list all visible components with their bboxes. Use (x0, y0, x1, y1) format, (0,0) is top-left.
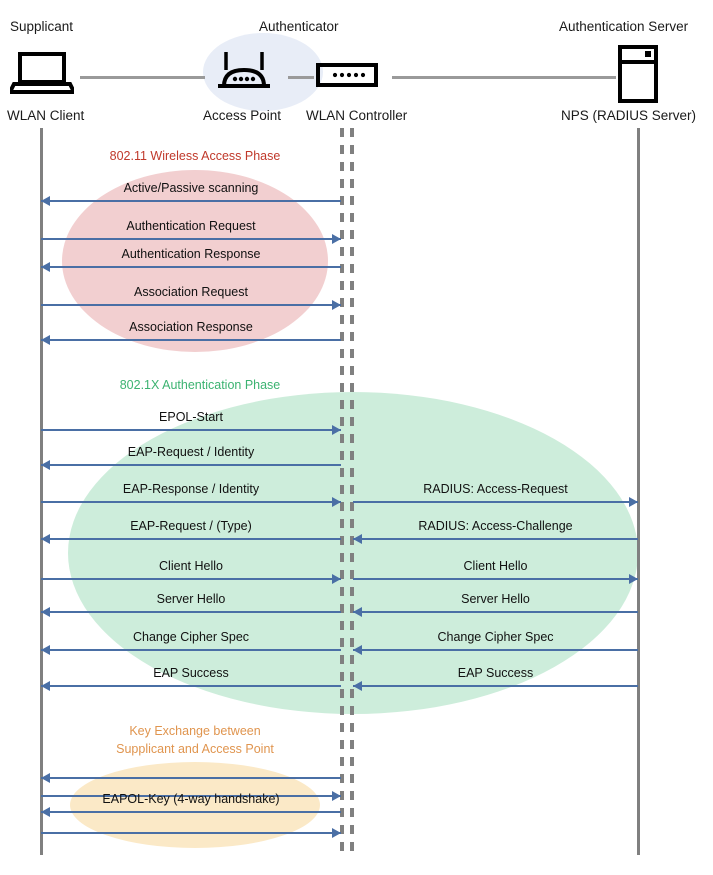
message-arrow (41, 464, 341, 466)
message-arrow (41, 777, 341, 779)
arrowhead-left-icon (353, 644, 362, 655)
arrowhead-left-icon (353, 680, 362, 691)
message-arrow (353, 649, 638, 651)
message-arrow (41, 501, 341, 503)
arrowhead-right-icon (629, 573, 638, 584)
message-arrow (41, 200, 341, 202)
laptop-icon (6, 52, 78, 94)
arrowhead-right-icon (332, 827, 341, 838)
phase-label-dot1x-authentication: 802.1X Authentication Phase (119, 378, 281, 392)
message-label: EAP Success (153, 666, 229, 680)
arrowhead-left-icon (41, 459, 50, 470)
arrowhead-right-icon (332, 496, 341, 507)
lifeline-access-point (340, 128, 344, 855)
message-label: EPOL-Start (159, 410, 223, 424)
message-label: Change Cipher Spec (132, 630, 250, 644)
arrowhead-left-icon (41, 261, 50, 272)
message-label: EAPOL-Key (4-way handshake) (102, 792, 280, 806)
message-arrow (41, 578, 341, 580)
arrowhead-right-icon (332, 573, 341, 584)
message-label: Client Hello (159, 559, 223, 573)
arrowhead-left-icon (41, 772, 50, 783)
message-label: Association Request (134, 285, 248, 299)
message-label: RADIUS: Access-Challenge (418, 519, 573, 533)
arrowhead-right-icon (332, 299, 341, 310)
device-caption-access-point: Access Point (203, 108, 282, 123)
phase-label-wireless-access: 802.11 Wireless Access Phase (109, 149, 281, 163)
lifeline-supplicant (40, 128, 43, 855)
link-controller-to-server (392, 76, 616, 79)
role-title-authenticator: Authenticator (259, 19, 339, 34)
arrowhead-left-icon (353, 533, 362, 544)
phase-label-key-exchange: Key Exchange between Supplicant and Acce… (116, 724, 274, 756)
link-ap-to-controller (288, 76, 314, 79)
message-label: EAP-Request / Identity (127, 445, 255, 459)
arrowhead-right-icon (332, 424, 341, 435)
device-caption-nps-radius-server: NPS (RADIUS Server) (561, 108, 697, 123)
message-arrow (353, 538, 638, 540)
wlan-controller-icon (316, 62, 378, 90)
lifeline-authentication-server (637, 128, 640, 855)
authenticator-highlight-blob (203, 33, 323, 111)
message-arrow (41, 339, 341, 341)
arrowhead-left-icon (41, 195, 50, 206)
phase-ellipse-key-exchange (70, 762, 320, 848)
device-caption-wlan-controller: WLAN Controller (306, 108, 408, 123)
message-label: Change Cipher Spec (437, 630, 554, 644)
arrowhead-right-icon (332, 790, 341, 801)
arrowhead-left-icon (41, 334, 50, 345)
message-label: Server Hello (156, 592, 226, 606)
message-arrow (41, 538, 341, 540)
lifeline-wlan-controller (350, 128, 354, 855)
message-arrow (41, 429, 341, 431)
message-label: EAP Success (457, 666, 534, 680)
message-arrow (353, 611, 638, 613)
message-arrow (41, 685, 341, 687)
message-arrow (41, 832, 341, 834)
arrowhead-right-icon (332, 233, 341, 244)
message-arrow (41, 266, 341, 268)
message-arrow (41, 811, 341, 813)
message-arrow (41, 238, 341, 240)
message-label: Authentication Response (121, 247, 261, 261)
message-label: Authentication Request (126, 219, 256, 233)
message-label: Active/Passive scanning (123, 181, 259, 195)
arrowhead-left-icon (353, 606, 362, 617)
message-label: RADIUS: Access-Request (423, 482, 568, 496)
arrowhead-left-icon (41, 806, 50, 817)
role-title-supplicant: Supplicant (10, 19, 74, 34)
message-arrow (353, 501, 638, 503)
arrowhead-right-icon (629, 496, 638, 507)
message-arrow (41, 611, 341, 613)
message-arrow (41, 649, 341, 651)
message-label: Server Hello (461, 592, 530, 606)
arrowhead-left-icon (41, 680, 50, 691)
message-label: EAP-Response / Identity (122, 482, 260, 496)
message-label: Client Hello (463, 559, 528, 573)
access-point-icon (214, 50, 274, 95)
arrowhead-left-icon (41, 533, 50, 544)
link-client-to-ap (80, 76, 205, 79)
server-icon (617, 45, 659, 103)
arrowhead-left-icon (41, 606, 50, 617)
message-arrow (353, 685, 638, 687)
message-label: Association Response (129, 320, 253, 334)
message-arrow (41, 304, 341, 306)
message-arrow (353, 578, 638, 580)
message-label: EAP-Request / (Type) (130, 519, 252, 533)
arrowhead-left-icon (41, 644, 50, 655)
device-caption-wlan-client: WLAN Client (7, 108, 85, 123)
role-title-authentication-server: Authentication Server (559, 19, 689, 34)
message-arrow (41, 795, 341, 797)
